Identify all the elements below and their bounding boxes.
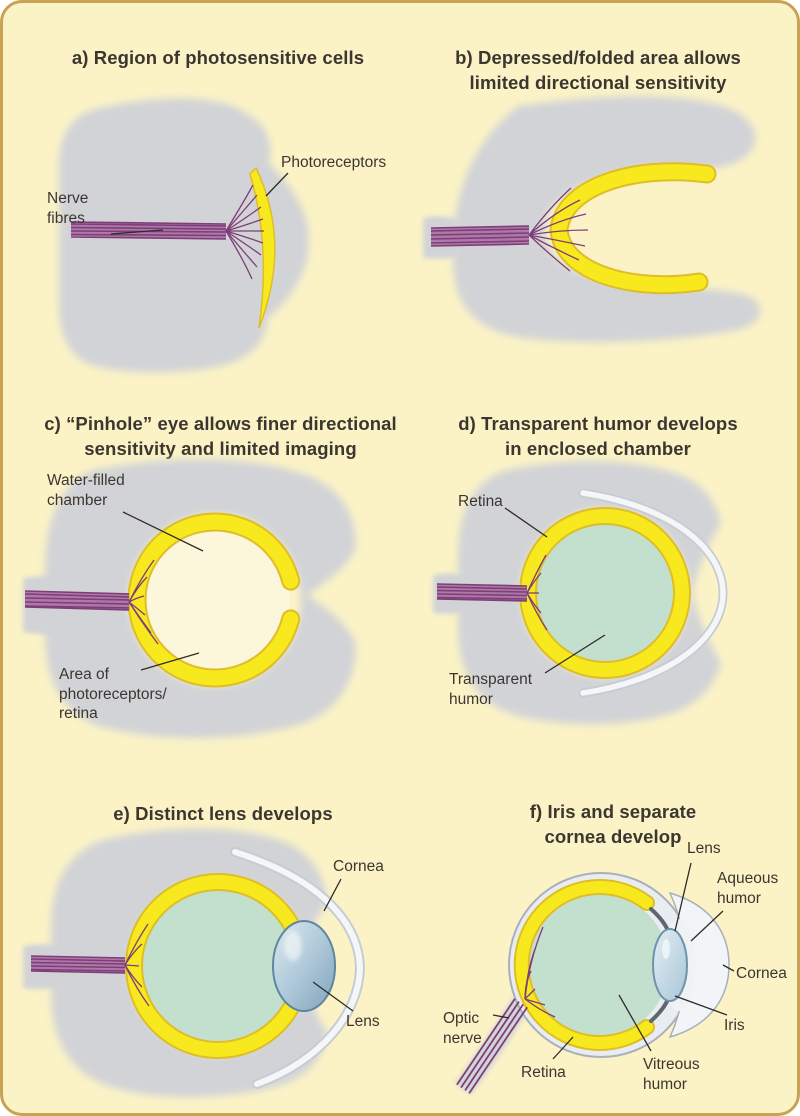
- figure-e: [23, 828, 366, 1098]
- title-line: c) “Pinhole” eye allows finer directiona…: [44, 413, 397, 435]
- label-line: Area of: [59, 666, 109, 683]
- label-line: humor: [717, 889, 761, 907]
- label-line: Iris: [724, 1017, 745, 1034]
- photoreceptor-layer: [249, 166, 276, 329]
- label-optic-nerve: Optic nerve: [443, 1009, 505, 1048]
- label-aqueous-humor: Aqueous humor: [717, 869, 797, 908]
- label-cornea: Cornea: [333, 857, 384, 877]
- transparent-humor: [534, 522, 676, 664]
- label-line: Retina: [521, 1064, 566, 1081]
- figure-b: [423, 96, 761, 343]
- label-line: chamber: [47, 491, 108, 509]
- title-line: in enclosed chamber: [505, 437, 691, 459]
- label-retina: Retina: [521, 1063, 566, 1083]
- title-line: e) Distinct lens develops: [113, 803, 333, 825]
- label-cornea: Cornea: [736, 964, 787, 984]
- lens-highlight: [284, 931, 302, 961]
- optic-nerve-fibres: [456, 926, 556, 1094]
- retina-ring: [515, 881, 653, 1049]
- label-line: Aqueous: [717, 870, 779, 887]
- figure-a: [59, 98, 309, 373]
- leader-line: [552, 1036, 574, 1060]
- label-line: fibres: [47, 209, 85, 227]
- leader-line: [110, 229, 164, 235]
- figure-d: [433, 461, 728, 725]
- label-retina: Retina: [458, 492, 503, 512]
- leader-line: [674, 862, 692, 932]
- label-line: humor: [449, 690, 493, 708]
- water-chamber: [140, 525, 290, 675]
- nerve-fibre-bundle: [30, 923, 150, 1007]
- panel-b-title: b) Depressed/folded area allows limited …: [423, 46, 773, 95]
- title-line: b) Depressed/folded area allows: [455, 47, 741, 69]
- vitreous-humor: [525, 893, 669, 1037]
- leader-line: [618, 994, 652, 1052]
- nerve-fibre-bundle: [430, 187, 589, 272]
- leader-line: [122, 511, 204, 552]
- tissue-blob: [45, 459, 356, 739]
- panel-d-title: d) Transparent humor develops in enclose…: [433, 412, 763, 461]
- panel-c-title: c) “Pinhole” eye allows finer directiona…: [28, 412, 413, 461]
- label-photoreceptors: Photoreceptors: [281, 153, 386, 173]
- leader-line: [323, 878, 342, 912]
- lens: [272, 920, 336, 1012]
- leader-line: [722, 964, 735, 972]
- nerve-fibre-bundle: [24, 559, 159, 645]
- title-line: f) Iris and separate: [529, 801, 697, 823]
- label-line: nerve: [443, 1029, 482, 1047]
- label-line: Nerve: [47, 190, 89, 207]
- label-line: retina: [59, 705, 98, 723]
- title-line: cornea develop: [544, 825, 682, 847]
- lens-highlight: [662, 939, 670, 959]
- label-line: Transparent: [449, 671, 532, 688]
- label-line: Optic: [443, 1010, 480, 1027]
- title-line: a) Region of photosensitive cells: [71, 47, 365, 69]
- label-line: Vitreous: [643, 1056, 700, 1073]
- label-line: Lens: [346, 1013, 380, 1030]
- label-iris: Iris: [724, 1016, 745, 1036]
- title-line: d) Transparent humor develops: [458, 413, 738, 435]
- label-lens: Lens: [346, 1012, 380, 1032]
- tissue-blob: [458, 461, 721, 725]
- leader-line: [140, 652, 200, 671]
- label-line: Photoreceptors: [281, 154, 387, 171]
- transparent-humor: [140, 888, 296, 1044]
- leader-line: [674, 995, 728, 1016]
- photoreceptor-layer: [551, 164, 715, 293]
- tissue-blob: [452, 96, 761, 343]
- tissue-blob: [51, 828, 327, 1098]
- leader-line: [504, 507, 548, 538]
- nerve-fibre-bundle: [70, 184, 264, 280]
- panel-f-title: f) Iris and separate cornea develop: [453, 800, 773, 849]
- leader-line: [265, 172, 289, 197]
- cornea: [232, 849, 364, 1087]
- label-line: Water-filled: [47, 472, 125, 489]
- label-nerve-fibres: Nerve fibres: [47, 189, 111, 228]
- title-line: limited directional sensitivity: [469, 71, 727, 93]
- label-water-filled-chamber: Water-filled chamber: [47, 471, 163, 510]
- photoreceptor-ring: [129, 514, 299, 686]
- panel-e-title: e) Distinct lens develops: [58, 802, 388, 826]
- leader-line: [690, 910, 724, 942]
- label-vitreous-humor: Vitreous humor: [643, 1055, 753, 1094]
- label-line: Lens: [687, 840, 721, 857]
- label-line: photoreceptors/: [59, 685, 167, 703]
- label-transparent-humor: Transparent humor: [449, 670, 561, 709]
- leader-line: [544, 634, 606, 674]
- label-line: Cornea: [736, 965, 787, 982]
- label-line: Cornea: [333, 858, 384, 875]
- nerve-fibre-bundle: [436, 554, 548, 631]
- leader-line: [492, 1014, 510, 1019]
- leader-line: [312, 981, 354, 1012]
- label-line: humor: [643, 1075, 687, 1093]
- figure-c: [23, 459, 356, 739]
- lens: [652, 928, 688, 1002]
- label-lens: Lens: [687, 839, 721, 859]
- title-line: sensitivity and limited imaging: [84, 437, 357, 459]
- panel-a-title: a) Region of photosensitive cells: [33, 46, 403, 70]
- membrane: [580, 490, 726, 696]
- label-photoreceptor-area: Area of photoreceptors/ retina: [59, 665, 199, 724]
- figure-f: [455, 862, 735, 1095]
- label-line: Retina: [458, 493, 503, 510]
